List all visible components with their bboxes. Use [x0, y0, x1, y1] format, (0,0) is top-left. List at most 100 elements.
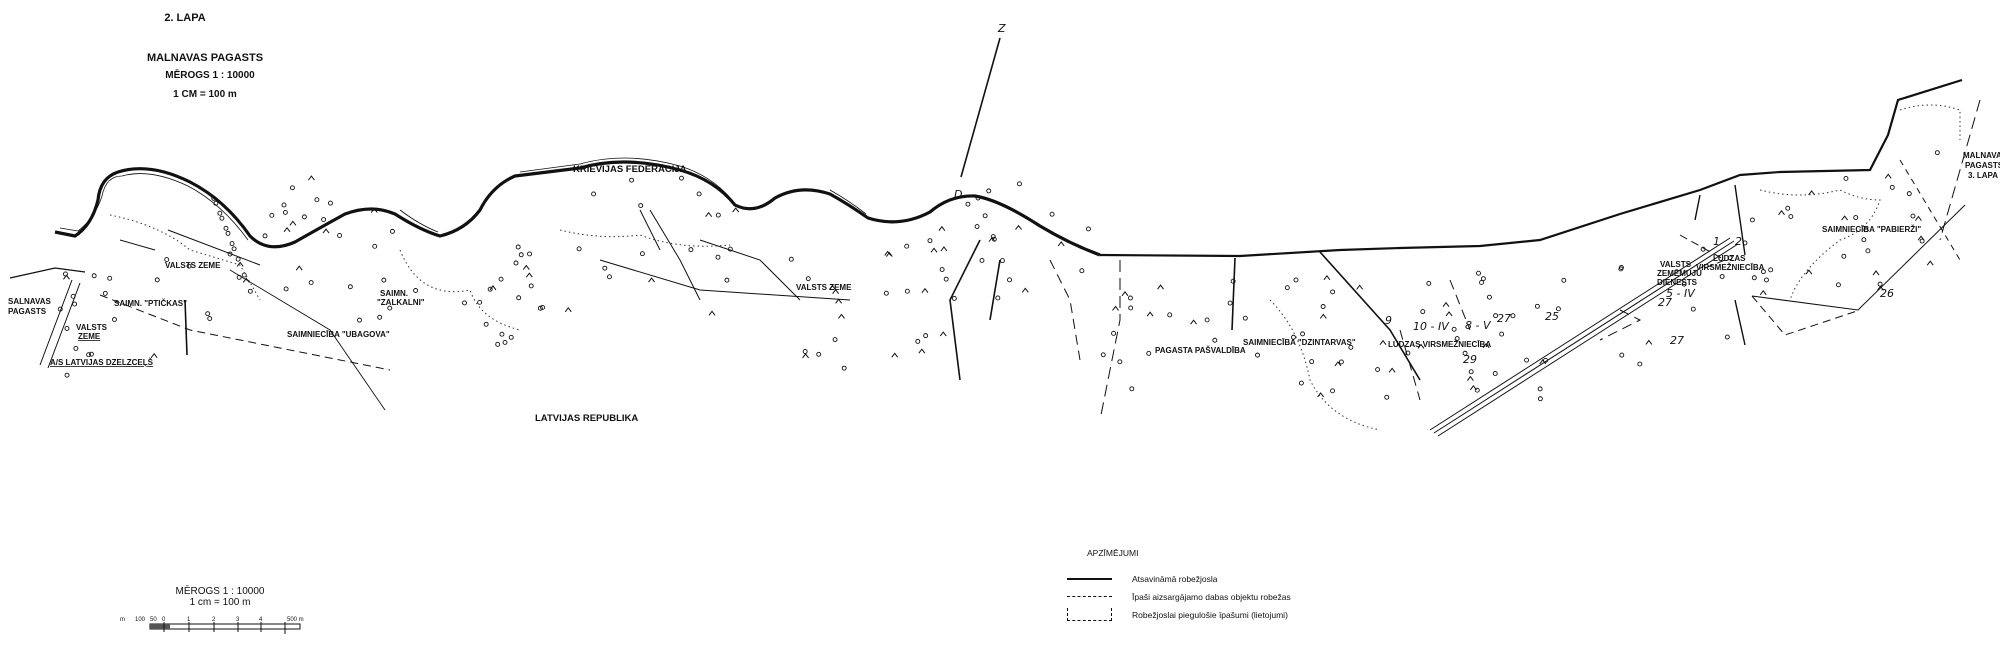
legend-label: Atsavināmā robežjosla: [1132, 574, 1218, 584]
tree-marker: [281, 202, 287, 208]
scale-ticks: m 100 50 0 1 2 3 4 500 m: [120, 617, 304, 623]
tree-marker: [495, 341, 501, 347]
meadow-marker: [1442, 301, 1450, 307]
tree-marker: [502, 339, 508, 345]
label-pasvaldiba: PAGASTA PAŠVALDĪBA: [1155, 346, 1246, 355]
tree-marker: [1690, 306, 1696, 312]
meadow-marker: [289, 220, 297, 226]
meadow-marker: [891, 352, 899, 358]
parcel-1: 1: [1713, 235, 1720, 248]
tree-marker: [515, 244, 521, 250]
tree-marker: [487, 286, 493, 292]
meadow-marker: [1379, 339, 1387, 345]
tree-marker: [1128, 295, 1133, 301]
legend-item: Īpaši aizsargājamo dabas objektu robežas: [1067, 588, 1291, 606]
legend: APZĪMĒJUMI Atsavināmā robežjosla Īpaši a…: [1067, 548, 1291, 624]
meadow-marker: [1015, 224, 1022, 230]
tree-marker: [1255, 352, 1260, 358]
scale-title: MĒROGS 1 : 10000: [175, 586, 265, 597]
tree-marker: [832, 337, 838, 343]
tree-marker: [1768, 267, 1774, 273]
tree-marker: [1751, 275, 1757, 281]
label-zalkalni-2: "ZALKALNI": [377, 298, 425, 307]
meadow-marker: [1872, 270, 1880, 276]
scale-eq: 1 cm = 100 m: [189, 597, 251, 608]
tree-marker: [1086, 226, 1091, 232]
label-railway-company: A/S LATVIJAS DZELZCEĻŠ: [50, 358, 154, 367]
meadow-marker: [828, 284, 836, 290]
tree-marker: [86, 352, 92, 358]
tree-marker: [965, 201, 971, 207]
label-latvia: LATVIJAS REPUBLIKA: [535, 413, 638, 424]
tree-marker: [390, 228, 395, 234]
border-straight: [1099, 78, 1963, 258]
tree-marker: [1298, 380, 1304, 386]
dashed-line-symbol: [1067, 590, 1112, 604]
tree-marker: [1204, 317, 1210, 323]
meadow-marker: [884, 250, 892, 256]
meadow-marker: [802, 353, 809, 359]
tree-marker: [205, 311, 211, 317]
tree-marker: [979, 257, 985, 263]
meadow-marker: [1778, 209, 1785, 216]
meadow-marker: [1841, 215, 1849, 221]
tree-marker: [816, 351, 822, 357]
tree-marker: [1284, 285, 1290, 291]
tree-marker: [1111, 330, 1117, 336]
meadow-marker: [1388, 367, 1396, 373]
tree-marker: [904, 288, 910, 294]
scale-tick: m: [120, 617, 125, 623]
tree-marker: [638, 203, 644, 208]
scale-tick: 50: [150, 617, 157, 623]
parcel-27b: 27: [1670, 334, 1684, 347]
meadow-marker: [322, 228, 330, 234]
tree-marker: [1320, 304, 1326, 309]
tree-marker: [207, 316, 213, 322]
tree-marker: [1487, 294, 1492, 300]
tree-marker: [235, 256, 241, 262]
meadow-marker: [283, 227, 291, 233]
meadow-marker: [1190, 319, 1197, 325]
meadow-marker: [918, 348, 926, 354]
tree-marker: [1330, 289, 1336, 295]
meadow-marker: [648, 277, 655, 283]
meadow-marker: [705, 211, 713, 217]
tree-marker: [1117, 359, 1123, 365]
tree-marker: [904, 243, 910, 249]
tree-marker: [1451, 326, 1457, 332]
tree-marker: [91, 273, 97, 279]
tree-marker: [1300, 331, 1305, 337]
legend-item: Robežjoslai piegulošie īpašumi (lietojum…: [1067, 606, 1291, 624]
tree-marker: [1474, 387, 1480, 393]
tree-marker: [1785, 205, 1791, 211]
tree-marker: [225, 230, 231, 236]
tree-marker: [1338, 359, 1344, 365]
tree-marker: [1749, 217, 1755, 223]
tree-marker: [1524, 357, 1529, 363]
tree-marker: [1017, 181, 1022, 187]
meadow-marker: [295, 265, 303, 271]
meadow-marker: [1470, 384, 1477, 391]
meadow-marker: [1645, 339, 1653, 345]
label-valsts-zeme-1: VALSTS ZEME: [165, 261, 221, 270]
tree-marker: [1049, 211, 1055, 217]
meadow-marker: [1157, 284, 1164, 290]
meadow-marker: [732, 207, 740, 213]
label-malnavas-3-2: PAGASTS: [1965, 161, 2000, 170]
meadow-marker: [1146, 311, 1154, 317]
tree-marker: [483, 321, 489, 327]
label-russia: KRIEVIJAS FEDERĀCIJA: [573, 164, 687, 175]
tree-marker: [1348, 344, 1354, 350]
tree-marker: [516, 295, 522, 301]
label-zemes-dienests-3: DIENESTS: [1657, 278, 1698, 287]
tree-marker: [788, 256, 794, 262]
meadow-marker: [921, 287, 929, 293]
tree-marker: [1468, 369, 1474, 375]
tree-marker: [1476, 270, 1481, 276]
tree-marker: [943, 276, 949, 282]
label-ludzas-1: LUDZAS VIRSMEŽNIECĪBA: [1388, 340, 1491, 349]
tree-marker: [991, 236, 997, 242]
tree-marker: [724, 277, 730, 283]
meadow-marker: [564, 306, 572, 313]
meadow-marker: [1334, 361, 1342, 367]
